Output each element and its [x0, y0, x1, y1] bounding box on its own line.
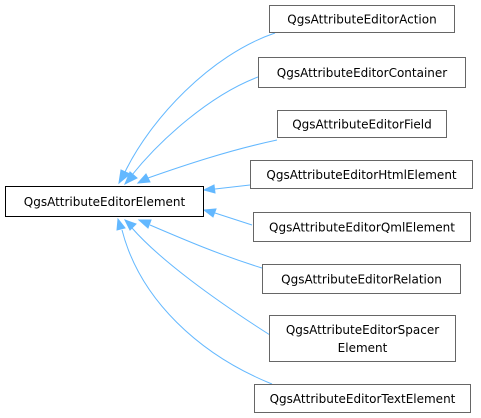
edge-relation	[149, 224, 263, 269]
edge-field-arrowhead	[136, 173, 151, 184]
base-class-node[interactable]: QgsAttributeEditorElement	[5, 186, 204, 217]
edge-html	[214, 184, 251, 190]
edge-qml	[214, 212, 253, 226]
derived-class-node-qml[interactable]: QgsAttributeEditorQmlElement	[253, 212, 471, 242]
derived-class-node-container[interactable]: QgsAttributeEditorContainer	[258, 57, 466, 88]
derived-class-node-spacer[interactable]: QgsAttributeEditorSpacer Element	[269, 315, 456, 362]
edge-spacer-arrowhead	[123, 219, 137, 231]
derived-class-node-html[interactable]: QgsAttributeEditorHtmlElement	[250, 160, 473, 189]
derived-class-label-line2: Element	[338, 341, 388, 355]
derived-class-box	[269, 5, 455, 33]
edge-text	[121, 229, 273, 385]
derived-class-label: QgsAttributeEditorQmlElement	[269, 221, 455, 235]
derived-class-label: QgsAttributeEditorAction	[287, 13, 436, 27]
derived-class-node-text[interactable]: QgsAttributeEditorTextElement	[254, 384, 471, 413]
edge-qml-arrowhead	[202, 208, 217, 218]
edge-text-arrowhead	[116, 217, 126, 231]
edges	[116, 32, 278, 385]
derived-class-label: QgsAttributeEditorTextElement	[270, 392, 456, 406]
derived-class-label-line1: QgsAttributeEditorSpacer	[286, 323, 439, 337]
derived-class-node-action[interactable]: QgsAttributeEditorAction	[269, 5, 455, 33]
derived-class-box	[269, 315, 456, 362]
base-class-box	[5, 186, 204, 217]
derived-class-node-relation[interactable]: QgsAttributeEditorRelation	[262, 264, 461, 294]
derived-class-box	[254, 384, 471, 413]
edge-spacer	[131, 227, 271, 336]
derived-class-box	[258, 57, 466, 88]
derived-class-box	[250, 160, 473, 189]
derived-class-label: QgsAttributeEditorHtmlElement	[266, 168, 457, 182]
edge-html-arrowhead	[202, 184, 216, 194]
edge-container-arrowhead	[124, 171, 138, 186]
derived-class-box	[253, 212, 471, 242]
derived-class-label: QgsAttributeEditorRelation	[281, 273, 442, 287]
derived-class-box	[262, 264, 461, 294]
derived-class-node-field[interactable]: QgsAttributeEditorField	[277, 110, 447, 138]
derived-class-box	[277, 110, 447, 138]
derived-class-label: QgsAttributeEditorContainer	[277, 66, 448, 80]
base-class-label: QgsAttributeEditorElement	[24, 195, 186, 209]
edge-container	[131, 76, 259, 176]
edge-relation-arrowhead	[137, 219, 152, 229]
derived-class-label: QgsAttributeEditorField	[292, 118, 432, 132]
edge-action-arrowhead	[118, 169, 131, 185]
edge-field	[147, 139, 278, 179]
edge-action	[124, 32, 276, 173]
